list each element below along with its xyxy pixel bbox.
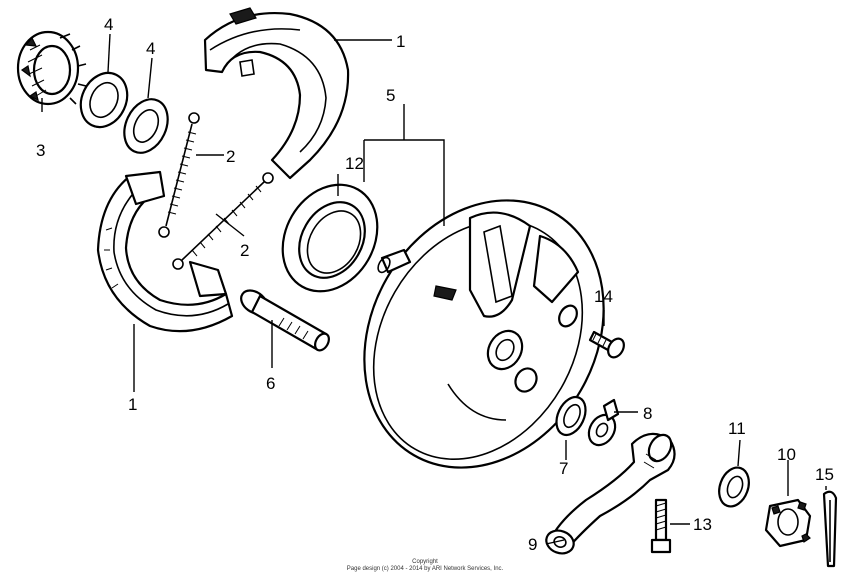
brake-shoe-part-1-upper — [203, 7, 350, 180]
washer-part-4-left — [79, 71, 129, 129]
washer-part-11 — [718, 466, 750, 508]
callout-6: 6 — [266, 374, 275, 393]
callout-12: 12 — [345, 154, 364, 173]
oil-seal-part-12 — [281, 183, 379, 293]
callout-3: 3 — [36, 141, 45, 160]
gear-part-3 — [16, 30, 87, 106]
copyright-notice: Page design (c) 2004 - 2014 by ARI Netwo… — [346, 566, 504, 572]
callout-8: 8 — [643, 404, 652, 423]
callout-13: 13 — [693, 515, 712, 534]
callout-4-left: 4 — [104, 15, 113, 34]
spring-part-2-lower — [172, 172, 274, 270]
callout-7: 7 — [559, 459, 568, 478]
brake-shoe-part-1-lower — [96, 170, 234, 333]
callout-15: 15 — [815, 465, 834, 484]
callout-14: 14 — [594, 287, 613, 306]
callout-1-top: 1 — [396, 32, 405, 51]
cotter-pin-part-15 — [822, 490, 838, 568]
callout-5: 5 — [386, 86, 395, 105]
callout-1-bottom: 1 — [128, 395, 137, 414]
callout-2-lower: 2 — [240, 241, 249, 260]
leader-lines — [41, 33, 827, 545]
washer-part-4-right — [123, 98, 169, 154]
callout-4-right: 4 — [146, 39, 155, 58]
bolt-part-14 — [588, 330, 625, 359]
indicator-plate-part-8 — [587, 398, 620, 447]
callout-10: 10 — [777, 445, 796, 464]
copyright-label: Copyright — [412, 559, 438, 565]
callout-11: 11 — [728, 419, 746, 438]
callout-2-upper: 2 — [226, 147, 235, 166]
spring-part-2-upper — [158, 112, 200, 238]
brake-panel-part-5 — [363, 199, 605, 469]
brake-arm-part-9 — [545, 432, 676, 555]
callout-9: 9 — [528, 535, 537, 554]
bolt-part-13 — [650, 498, 672, 554]
castle-nut-part-10 — [764, 498, 812, 548]
seal-part-7 — [555, 395, 587, 437]
brake-cam-part-6 — [240, 289, 330, 352]
